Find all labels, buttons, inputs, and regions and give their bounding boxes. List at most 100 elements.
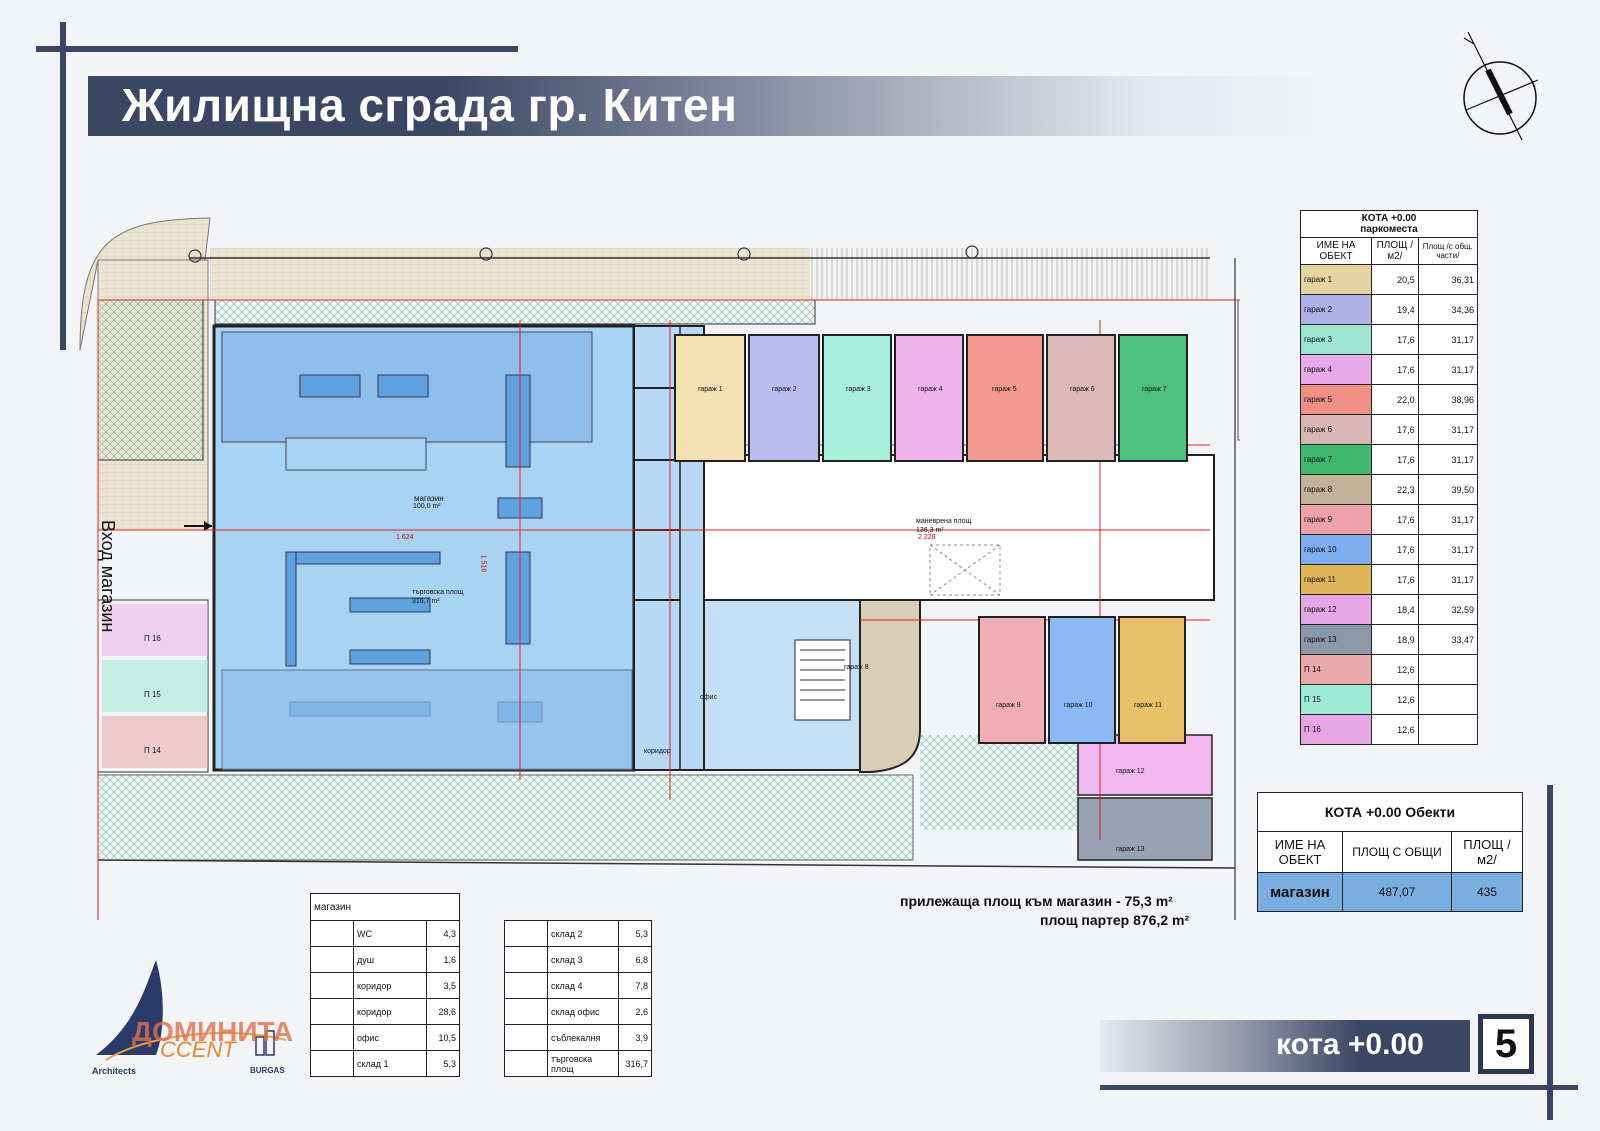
room-area: 5,3 — [618, 920, 652, 947]
room-area: 28,6 — [426, 998, 460, 1025]
room-spacer — [310, 1050, 354, 1077]
room-area: 10,5 — [426, 1024, 460, 1051]
maneuver-area-value: 136,3 m² — [916, 527, 944, 534]
parking-table-subtitle: паркоместа — [1360, 224, 1418, 235]
garage-name: гараж 12 — [1300, 594, 1372, 625]
garage-slot: гараж 9 — [978, 616, 1046, 744]
col-area: ПЛОЩ /м2/ — [1371, 237, 1419, 265]
room-area: 5,3 — [426, 1050, 460, 1077]
garage-slot-label: гараж 7 — [1142, 386, 1167, 393]
dimension-3: 1 516 — [479, 554, 487, 573]
garage-slot: гараж 4 — [894, 334, 964, 462]
garage-slot-label: гараж 1 — [698, 386, 723, 393]
room-spacer — [310, 972, 354, 999]
garage-13-label: гараж 13 — [1116, 846, 1145, 853]
title-banner — [88, 76, 1333, 136]
garage-area-common: 31,17 — [1417, 534, 1479, 565]
garage-area-common: 36,31 — [1417, 264, 1479, 295]
room-spacer — [504, 972, 548, 999]
office-label: офис — [700, 694, 718, 701]
garage-area-common — [1417, 714, 1479, 745]
garage-slot-label: гараж 11 — [1134, 702, 1162, 709]
garage-slot: гараж 6 — [1046, 334, 1116, 462]
room-spacer — [504, 946, 548, 973]
garage-name: гараж 2 — [1300, 294, 1372, 325]
garage-area-common — [1417, 684, 1479, 715]
garage-slot: гараж 7 — [1118, 334, 1188, 462]
garage-area-common: 31,17 — [1417, 504, 1479, 535]
garage-area: 17,6 — [1371, 354, 1419, 385]
room-spacer — [310, 998, 354, 1025]
level-banner — [1100, 1020, 1470, 1072]
garage-area-common: 31,17 — [1417, 564, 1479, 595]
room-spacer — [504, 1024, 548, 1051]
garage-slot-label: гараж 10 — [1064, 702, 1093, 709]
room-spacer — [310, 946, 354, 973]
garage-area: 17,6 — [1371, 324, 1419, 355]
garage-area-common: 39,50 — [1417, 474, 1479, 505]
page-title: Жилищна сграда гр. Китен — [122, 79, 738, 131]
garage-area-common: 31,17 — [1417, 444, 1479, 475]
logo-subname: CCENT — [160, 1037, 236, 1062]
adjacent-area-note: прилежаща площ към магазин - 75,3 m² — [900, 893, 1173, 909]
right-frame-bar — [1547, 785, 1553, 1120]
room-name: душ — [353, 946, 427, 973]
table-row: магазин 487,07 435 — [1257, 872, 1523, 912]
room-name: склад 4 — [547, 972, 619, 999]
garage-slot: гараж 1 — [674, 334, 746, 462]
garage-slot-label: гараж 2 — [772, 386, 797, 393]
garage-slot-label: гараж 5 — [992, 386, 1017, 393]
parking-spot-label: П 14 — [144, 746, 161, 755]
garage-area-common: 38,96 — [1417, 384, 1479, 415]
garage-slot: гараж 2 — [748, 334, 820, 462]
garage-area: 17,6 — [1371, 504, 1419, 535]
garage-name: гараж 11 — [1300, 564, 1372, 595]
dimension-2: 2 228 — [918, 534, 936, 541]
ground-area-note: площ партер 876,2 m² — [1040, 912, 1190, 928]
garage-area-common: 31,17 — [1417, 354, 1479, 385]
garage-8-label: гараж 8 — [844, 664, 869, 671]
garage-slot: гараж 11 — [1118, 616, 1186, 744]
objects-table: КОТА +0.00 Обекти ИМЕ НА ОБЕКТ ПЛОЩ С ОБ… — [1257, 792, 1523, 912]
garage-name: гараж 13 — [1300, 624, 1372, 655]
top-frame-bar — [36, 46, 518, 52]
garage-area: 12,6 — [1371, 714, 1419, 745]
logo-city: BURGAS — [250, 1066, 285, 1075]
logo-icon — [96, 960, 287, 1061]
room-spacer — [504, 920, 548, 947]
garage-area: 22,0 — [1371, 384, 1419, 415]
room-area: 3,9 — [618, 1024, 652, 1051]
garage-area: 17,6 — [1371, 564, 1419, 595]
room-area: 2,6 — [618, 998, 652, 1025]
garage-area: 17,6 — [1371, 444, 1419, 475]
left-frame-bar — [60, 22, 66, 350]
room-area: 1,6 — [426, 946, 460, 973]
parking-spot-label: П 15 — [144, 690, 161, 699]
garage-slot: гараж 10 — [1048, 616, 1116, 744]
room-spacer — [310, 1024, 354, 1051]
garage-name: гараж 9 — [1300, 504, 1372, 535]
garage-area: 17,6 — [1371, 534, 1419, 565]
room-name: WC — [353, 920, 427, 947]
north-arrow-icon — [1463, 31, 1539, 140]
room-name: офис — [353, 1024, 427, 1051]
room-name: търговска площ — [547, 1050, 619, 1077]
garage-area-common: 32,59 — [1417, 594, 1479, 625]
garage-name: гараж 4 — [1300, 354, 1372, 385]
room-name: склад офис — [547, 998, 619, 1025]
garage-area-common: 31,17 — [1417, 414, 1479, 445]
room-name: коридор — [353, 998, 427, 1025]
